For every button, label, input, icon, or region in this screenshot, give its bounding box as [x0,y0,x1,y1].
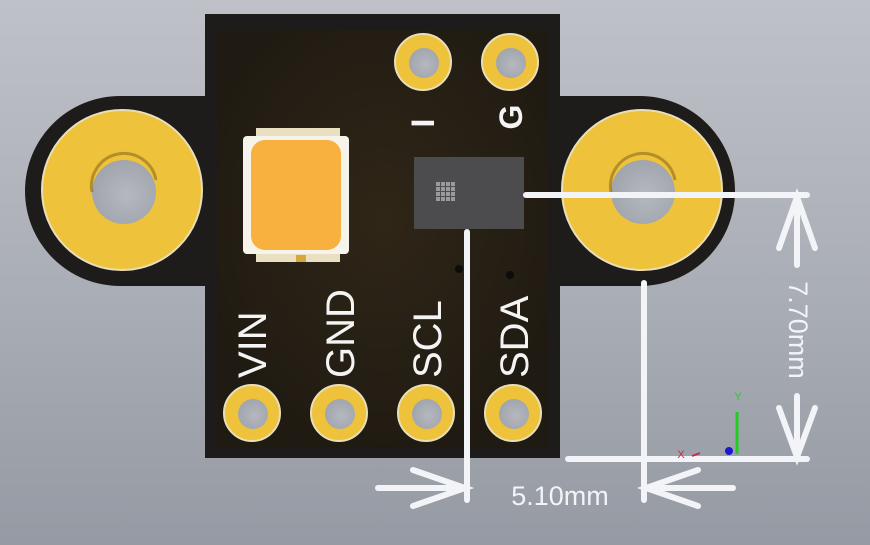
dimension-horizontal[interactable] [375,229,736,509]
axis-z-origin [725,447,733,455]
silk-label-top-1: I [405,119,441,128]
arrow-down-head [776,405,818,466]
axis-x-label: X [677,449,685,461]
arrow-up-head [776,187,818,251]
pad-top-2[interactable] [481,33,539,91]
pad-scl[interactable] [397,384,455,442]
pad-gnd[interactable] [310,384,368,442]
axis-y-label: Y [734,391,742,403]
silk-label-vin: VIN [231,311,275,378]
dimension-vertical[interactable] [523,187,818,466]
axis-x-line [691,452,701,457]
silk-label-sda: SDA [493,295,537,378]
silk-label-scl: SCL [406,300,450,378]
via-1 [455,265,463,273]
mounting-hole-left [41,109,203,271]
dimension-horizontal-value: 5.10mm [511,481,609,511]
chip-sensor-grid [436,182,455,201]
led-component [243,128,349,262]
pad-sda[interactable] [484,384,542,442]
axis-gizmo: Y X [677,391,742,461]
silk-label-gnd: GND [319,289,363,378]
arrow-left-head [410,467,475,509]
arrow-right-head [636,467,701,509]
pad-vin[interactable] [223,384,281,442]
sensor-chip [414,157,524,229]
via-2 [506,271,514,279]
dimension-vertical-value: 7.70mm [783,281,813,379]
silk-label-top-2: G [493,105,529,130]
mounting-hole-right [561,109,723,271]
pad-top-1[interactable] [394,33,452,91]
